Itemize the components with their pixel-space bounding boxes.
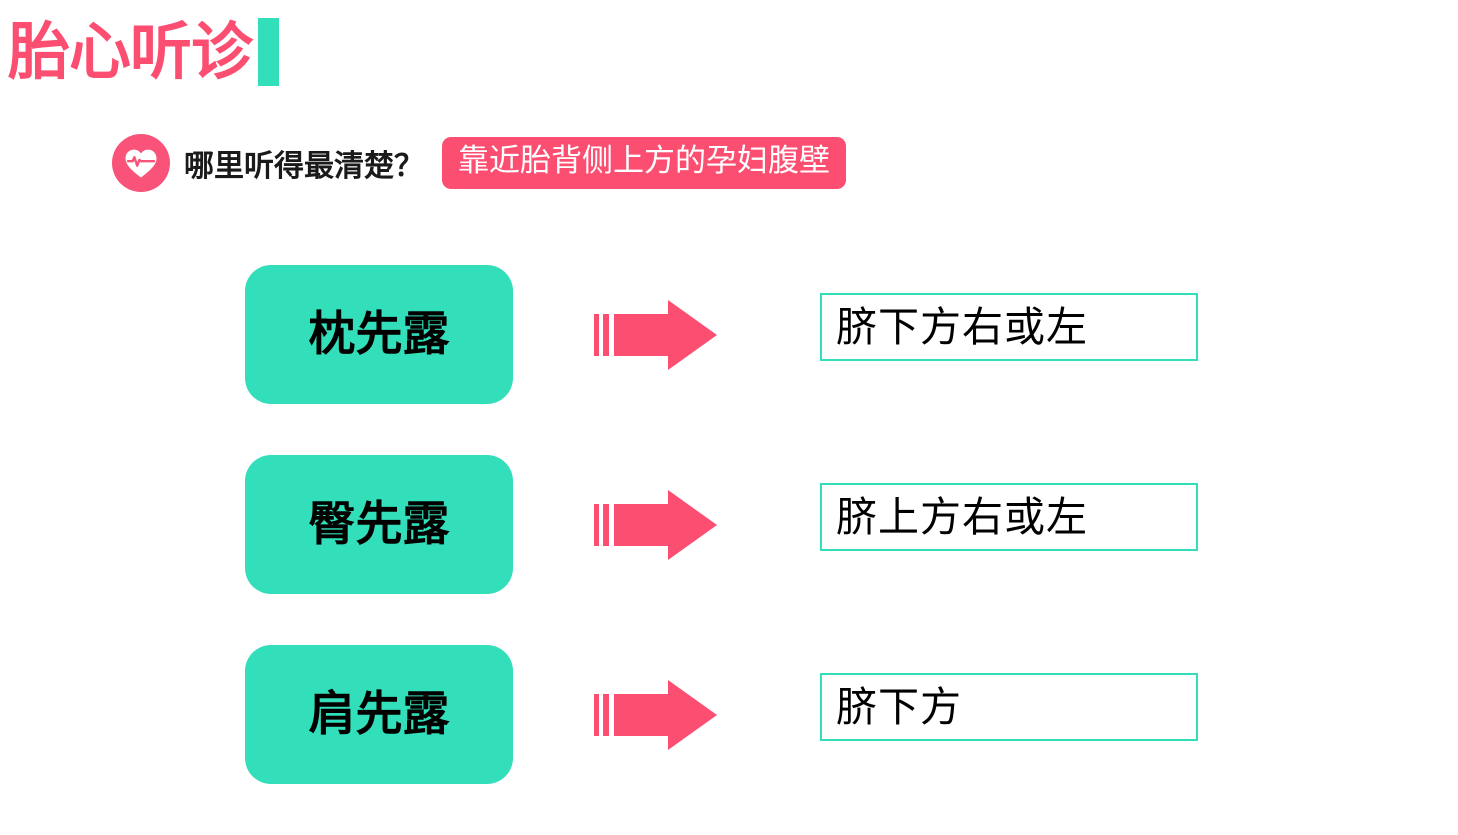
right-arrow-icon bbox=[594, 680, 734, 750]
page-title: 胎心听诊 bbox=[8, 15, 253, 88]
term-label: 枕先露 bbox=[308, 307, 450, 362]
result-box: 脐下方 bbox=[820, 673, 1198, 741]
table-row: 臀先露 脐上方右或左 bbox=[0, 455, 1458, 645]
heart-pulse-icon bbox=[112, 134, 170, 192]
question-row: 哪里听得最清楚？ 靠近胎背侧上方的孕妇腹壁 bbox=[112, 128, 846, 198]
term-label: 肩先露 bbox=[308, 687, 450, 742]
result-label: 脐下方右或左 bbox=[836, 302, 1088, 351]
term-box: 臀先露 bbox=[245, 455, 513, 594]
table-row: 肩先露 脐下方 bbox=[0, 645, 1458, 835]
title-accent-bar bbox=[258, 18, 280, 86]
term-label: 臀先露 bbox=[308, 497, 450, 552]
question-label: 哪里听得最清楚？ bbox=[184, 149, 424, 184]
answer-badge: 靠近胎背侧上方的孕妇腹壁 bbox=[442, 137, 846, 189]
result-label: 脐下方 bbox=[836, 682, 962, 731]
term-box: 枕先露 bbox=[245, 265, 513, 404]
term-box: 肩先露 bbox=[245, 645, 513, 784]
result-label: 脐上方右或左 bbox=[836, 492, 1088, 541]
page-title-row: 胎心听诊 bbox=[8, 6, 280, 98]
right-arrow-icon bbox=[594, 490, 734, 560]
result-box: 脐上方右或左 bbox=[820, 483, 1198, 551]
presentation-rows: 枕先露 脐下方右或左 臀先露 脐上方右或左 bbox=[0, 265, 1458, 835]
table-row: 枕先露 脐下方右或左 bbox=[0, 265, 1458, 455]
right-arrow-icon bbox=[594, 300, 734, 370]
result-box: 脐下方右或左 bbox=[820, 293, 1198, 361]
